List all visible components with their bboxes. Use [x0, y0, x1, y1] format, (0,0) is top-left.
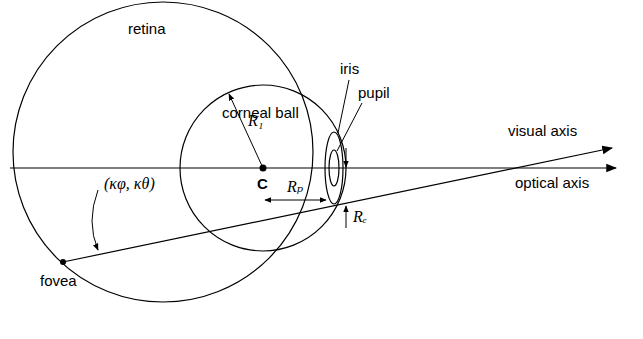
pupil-distance-arrow	[265, 200, 326, 201]
optical-axis-line	[10, 167, 616, 168]
visual-axis-line	[63, 148, 612, 262]
dimension-label: Rₚ	[287, 178, 303, 195]
angle-arrow	[92, 190, 98, 250]
axis-label: visual axis	[508, 122, 577, 139]
axis-label: optical axis	[515, 174, 589, 191]
leader-line	[337, 103, 362, 151]
part-label: pupil	[358, 84, 390, 101]
retina-circle	[13, 2, 313, 302]
part-label: fovea	[40, 272, 77, 289]
part-label: iris	[340, 60, 359, 77]
fovea-dot	[60, 259, 66, 265]
part-label: retina	[128, 20, 166, 37]
iris-radius-arrow	[346, 206, 347, 228]
dimension-label: Rₑ	[353, 208, 367, 225]
iris-radius-arrow	[346, 148, 347, 167]
dimension-label: R₁	[248, 112, 263, 129]
leader-line	[338, 80, 349, 133]
point-label: C	[257, 175, 268, 192]
angle-label: (κφ, κθ)	[104, 175, 155, 192]
